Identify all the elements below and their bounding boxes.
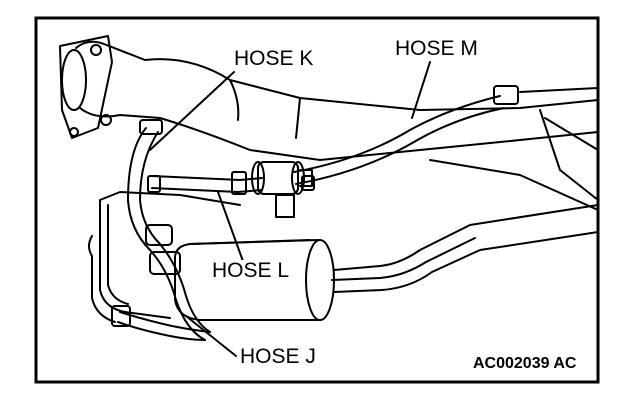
label-hose-l: HOSE L (210, 259, 292, 282)
front-exhaust-pipe (59, 35, 599, 161)
figure-code: AC002039 AC (473, 355, 577, 372)
label-hose-m: HOSE M (393, 37, 480, 60)
leader-lines (149, 61, 431, 357)
hose-k (127, 127, 211, 341)
hose-j (117, 311, 211, 341)
tail-pipe (331, 204, 599, 293)
label-hose-k: HOSE K (232, 47, 316, 70)
label-hose-j: HOSE J (238, 345, 318, 368)
figure-frame (34, 16, 600, 384)
body-panel-lines (429, 87, 599, 211)
hose-m (293, 95, 505, 185)
mounting-bracket (88, 191, 241, 323)
valve (251, 161, 313, 218)
hose-clamps (111, 85, 519, 327)
